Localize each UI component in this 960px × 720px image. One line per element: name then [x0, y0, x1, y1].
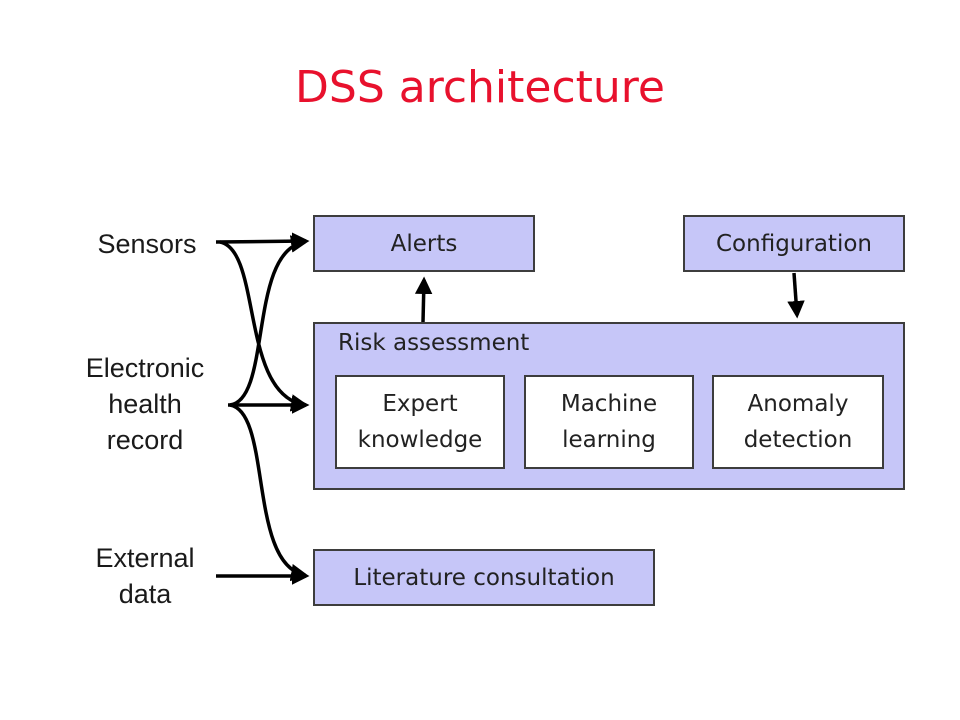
source-sensors: Sensors	[72, 226, 222, 262]
source-ehr: Electronic health record	[70, 350, 220, 458]
configuration-label: Configuration	[716, 230, 872, 257]
anomaly-detection-line2: detection	[743, 427, 853, 453]
anomaly-detection-box: Anomaly detection	[712, 375, 884, 469]
sensors-to-risk-arrow	[219, 240, 309, 412]
expert-knowledge-line1: Expert	[382, 391, 458, 417]
configuration-to-risk-arrow	[787, 272, 805, 319]
sensors-to-alerts-arrow	[215, 232, 310, 250]
ehr-to-alerts-arrow	[229, 235, 309, 407]
diagram-title: DSS architecture	[295, 62, 665, 113]
source-sensors-label: Sensors	[97, 229, 197, 259]
ehr-to-literature-arrow	[229, 403, 309, 582]
source-ehr-line2: health	[108, 389, 182, 419]
literature-consultation-label: Literature consultation	[353, 564, 615, 591]
source-external-line1: External	[95, 543, 195, 573]
alerts-box: Alerts	[313, 215, 535, 272]
machine-learning-line2: learning	[562, 427, 656, 453]
anomaly-detection-line1: Anomaly	[747, 391, 849, 417]
machine-learning-line1: Machine	[560, 391, 658, 417]
alerts-label: Alerts	[390, 230, 458, 257]
expert-knowledge-box: Expert knowledge	[335, 375, 505, 469]
risk-to-alerts-arrow	[414, 276, 433, 323]
expert-knowledge-line2: knowledge	[357, 427, 483, 453]
source-external-line2: data	[118, 579, 172, 609]
source-ehr-line1: Electronic	[85, 353, 205, 383]
source-ehr-line3: record	[106, 425, 184, 455]
source-external: External data	[70, 540, 220, 612]
literature-consultation-box: Literature consultation	[313, 549, 655, 606]
machine-learning-box: Machine learning	[524, 375, 694, 469]
configuration-box: Configuration	[683, 215, 905, 272]
risk-assessment-label: Risk assessment	[338, 330, 530, 356]
